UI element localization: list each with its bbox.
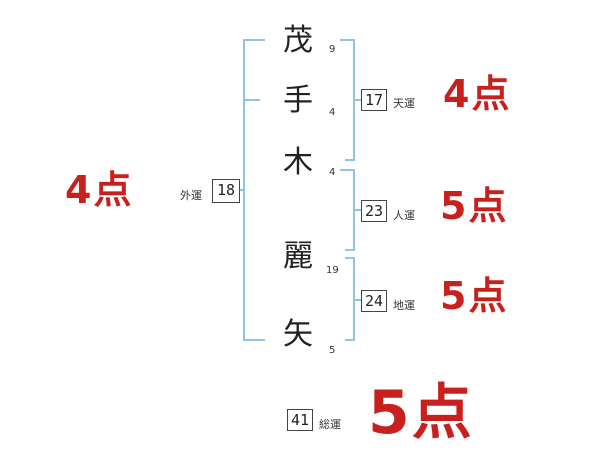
stroke-count-4: 19 (326, 265, 339, 276)
stroke-count-2: 4 (329, 107, 336, 118)
chiun-value-box: 24 (361, 290, 387, 312)
jinun-label: 人運 (393, 209, 415, 222)
stroke-count-5: 5 (329, 345, 336, 356)
tenun-value-box: 17 (361, 89, 387, 111)
souun-points: 5点 (368, 378, 474, 448)
stroke-count-3: 4 (329, 167, 336, 178)
tenun-bracket (340, 39, 362, 161)
tenun-points: 4点 (443, 72, 512, 116)
name-char-3: 木 (283, 145, 313, 180)
name-char-1: 茂 (283, 23, 313, 58)
gaiun-label: 外運 (180, 189, 202, 202)
jinun-points: 5点 (440, 184, 509, 228)
tenun-label: 天運 (393, 97, 415, 110)
jinun-value-box: 23 (361, 200, 387, 222)
name-char-4: 麗 (283, 239, 313, 274)
souun-value-box: 41 (287, 409, 313, 431)
chiun-points: 5点 (440, 274, 509, 318)
gaiun-points: 4点 (65, 168, 134, 212)
stroke-count-1: 9 (329, 44, 336, 55)
gaiun-value-box: 18 (212, 179, 240, 203)
name-char-2: 手 (283, 83, 313, 118)
chiun-bracket (345, 257, 362, 341)
jinun-bracket (340, 169, 362, 251)
souun-label: 総運 (319, 418, 341, 431)
name-char-5: 矢 (283, 317, 313, 352)
chiun-label: 地運 (393, 299, 415, 312)
